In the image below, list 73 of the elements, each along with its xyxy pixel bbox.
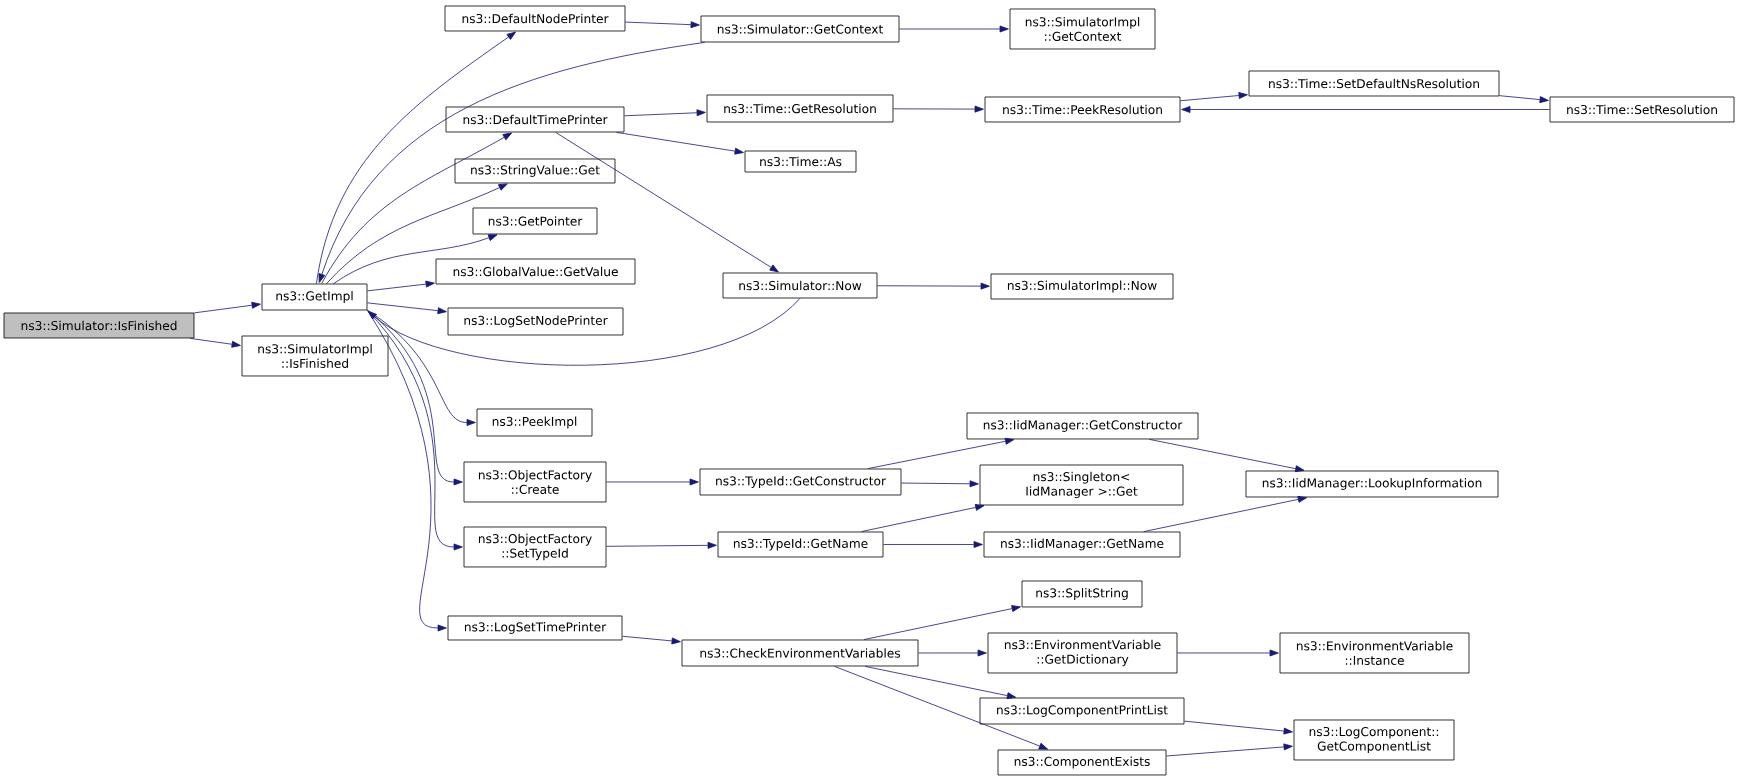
function-box: ns3::SimulatorImpl::Now: [990, 273, 1174, 300]
function-box: ns3::DefaultTimePrinter: [445, 106, 625, 133]
function-box: ns3::IidManager::GetName: [983, 531, 1181, 558]
function-box: ns3::PeekImpl: [476, 408, 593, 437]
arrow: [834, 666, 1049, 750]
function-box: ns3::SimulatorImpl ::GetContext: [1009, 8, 1156, 50]
arrow: [893, 105, 984, 113]
arrow: [367, 310, 447, 632]
function-box: ns3::Time::PeekResolution: [984, 96, 1181, 123]
function-box: ns3::Singleton< IidManager >::Get: [979, 464, 1184, 506]
function-box: ns3::Time::GetResolution: [706, 94, 894, 123]
arrow: [189, 338, 241, 348]
arrow: [1499, 95, 1549, 104]
arrow: [316, 31, 516, 284]
arrow: [624, 109, 706, 117]
function-box: ns3::GetImpl: [261, 283, 368, 311]
arrow: [883, 541, 983, 548]
function-box: ns3::ObjectFactory ::SetTypeId: [463, 526, 607, 568]
function-box: ns3::TypeId::GetConstructor: [699, 468, 902, 496]
function-box: ns3::LogSetTimePrinter: [447, 615, 623, 641]
function-box: ns3::ObjectFactory ::Create: [463, 461, 607, 503]
function-box: ns3::IidManager::LookupInformation: [1245, 470, 1499, 498]
arrow: [555, 132, 779, 273]
function-box: ns3::LogSetNodePrinter: [447, 307, 624, 336]
arrow: [899, 25, 1009, 33]
arrow: [367, 298, 801, 366]
arrow: [861, 504, 985, 532]
function-box: ns3::GlobalValue::GetValue: [435, 258, 636, 285]
arrow: [606, 478, 699, 486]
arrow: [1166, 743, 1293, 757]
arrow: [1184, 720, 1293, 735]
function-box: ns3::StringValue::Get: [454, 158, 616, 184]
function-box: ns3::SplitString: [1021, 580, 1143, 608]
arrow: [321, 132, 513, 284]
function-box: ns3::Simulator::Now: [722, 272, 878, 299]
function-box: ns3::DefaultNodePrinter: [444, 5, 626, 32]
arrow: [367, 310, 463, 486]
arrow: [867, 437, 1015, 469]
arrow: [901, 480, 979, 488]
function-box: ns3::CheckEnvironmentVariables: [681, 639, 919, 667]
arrow: [622, 635, 681, 645]
arrow: [606, 541, 717, 549]
arrow: [864, 666, 1017, 700]
arrow: [625, 21, 700, 29]
arrow: [877, 282, 990, 290]
arrow: [1181, 106, 1550, 113]
function-box: ns3::GetPointer: [472, 207, 598, 235]
arrow: [616, 132, 744, 155]
arrow: [326, 183, 508, 284]
arrow: [318, 42, 706, 283]
arrow: [918, 649, 987, 657]
function-box: ns3::TypeId::GetName: [717, 531, 884, 558]
function-box: ns3::Time::SetResolution: [1549, 96, 1735, 123]
arrow: [1180, 92, 1248, 102]
function-box: ns3::EnvironmentVariable ::Instance: [1279, 632, 1470, 674]
arrow: [1177, 649, 1279, 657]
arrow: [863, 605, 1021, 640]
function-box: ns3::Time::As: [744, 150, 857, 173]
arrow: [367, 302, 447, 315]
arrow: [1143, 495, 1307, 532]
function-box: ns3::EnvironmentVariable ::GetDictionary: [987, 632, 1178, 674]
function-box: ns3::Simulator::GetContext: [700, 15, 900, 43]
function-box: ns3::Simulator::IsFinished: [3, 312, 195, 339]
arrow: [333, 234, 498, 284]
function-box: ns3::LogComponent:: GetComponentList: [1293, 719, 1455, 761]
arrow: [194, 301, 261, 314]
arrow: [367, 280, 435, 292]
function-box: ns3::IidManager::GetConstructor: [966, 412, 1199, 440]
function-box: ns3::LogComponentPrintList: [979, 697, 1185, 725]
arrow: [1149, 439, 1305, 473]
function-box: ns3::SimulatorImpl ::IsFinished: [241, 335, 389, 377]
function-box: ns3::ComponentExists: [997, 749, 1167, 776]
function-box: ns3::Time::SetDefaultNsResolution: [1248, 70, 1500, 97]
